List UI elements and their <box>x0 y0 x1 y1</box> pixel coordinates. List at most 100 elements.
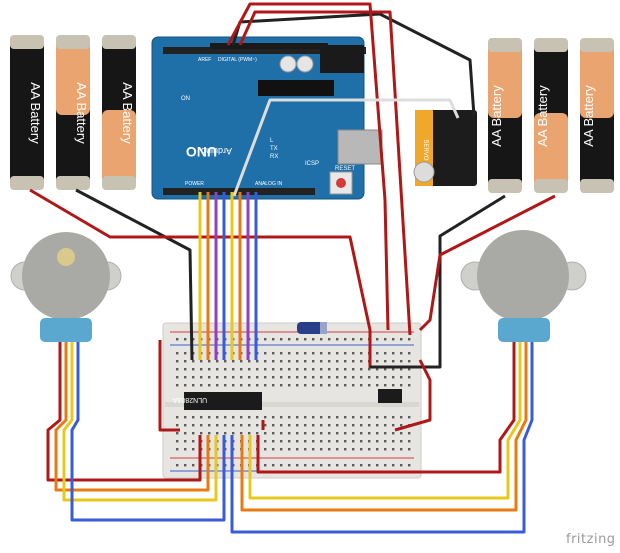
breadboard-hole <box>336 338 339 341</box>
breadboard-hole <box>304 416 307 419</box>
breadboard-hole <box>208 424 211 427</box>
breadboard-hole <box>208 376 211 379</box>
battery: AA Battery <box>534 38 568 193</box>
breadboard-hole <box>384 384 387 387</box>
breadboard-hole <box>280 360 283 363</box>
breadboard-hole <box>296 338 299 341</box>
slide-switch <box>378 389 402 403</box>
breadboard-hole <box>200 360 203 363</box>
breadboard-hole <box>304 368 307 371</box>
breadboard-hole <box>352 432 355 435</box>
breadboard-hole <box>368 440 371 443</box>
breadboard-hole <box>280 424 283 427</box>
breadboard-hole <box>232 424 235 427</box>
breadboard-hole <box>264 368 267 371</box>
breadboard-hole <box>400 384 403 387</box>
breadboard-hole <box>192 448 195 451</box>
breadboard-hole <box>256 432 259 435</box>
breadboard-hole <box>384 432 387 435</box>
breadboard-hole <box>248 416 251 419</box>
breadboard-hole <box>264 416 267 419</box>
breadboard-hole <box>256 424 259 427</box>
breadboard-hole <box>304 384 307 387</box>
breadboard-hole <box>176 352 179 355</box>
breadboard-hole <box>360 338 363 341</box>
wire-red <box>418 194 556 332</box>
breadboard-hole <box>200 376 203 379</box>
breadboard-hole <box>400 376 403 379</box>
breadboard-hole <box>296 360 299 363</box>
breadboard-hole <box>192 368 195 371</box>
battery-label: AA Battery <box>535 85 550 147</box>
breadboard-hole <box>304 352 307 355</box>
breadboard-hole <box>176 440 179 443</box>
breadboard-hole <box>248 424 251 427</box>
wire-blue <box>70 342 226 522</box>
arduino-icsp-label: ICSP <box>305 161 319 167</box>
breadboard-hole <box>280 368 283 371</box>
breadboard-hole <box>320 384 323 387</box>
breadboard-hole <box>376 432 379 435</box>
breadboard-hole <box>208 416 211 419</box>
arduino-uno-board: Arduino UNO ON TX RX L ICSP RESET DIGITA… <box>151 36 383 200</box>
breadboard-hole <box>328 376 331 379</box>
battery-label: AA Battery <box>74 82 89 144</box>
breadboard-hole <box>360 368 363 371</box>
breadboard-hole <box>408 352 411 355</box>
breadboard-hole <box>184 440 187 443</box>
breadboard-hole <box>360 424 363 427</box>
breadboard-hole <box>192 440 195 443</box>
breadboard-hole <box>208 384 211 387</box>
breadboard-hole <box>248 376 251 379</box>
battery-pack-left: AA Battery AA Battery AA Battery <box>10 35 136 190</box>
battery: AA Battery <box>10 35 44 190</box>
breadboard-hole <box>360 376 363 379</box>
breadboard-hole <box>376 352 379 355</box>
breadboard-hole <box>256 376 259 379</box>
breadboard-hole <box>368 416 371 419</box>
breadboard-hole <box>272 384 275 387</box>
breadboard-hole <box>344 464 347 467</box>
breadboard-hole <box>264 360 267 363</box>
breadboard-hole <box>280 448 283 451</box>
breadboard-hole <box>304 376 307 379</box>
breadboard-hole <box>408 440 411 443</box>
wire-red <box>29 188 372 368</box>
battery-pack-right: AA Battery AA Battery AA Battery <box>488 38 614 193</box>
breadboard-hole <box>320 338 323 341</box>
breadboard-hole <box>408 360 411 363</box>
breadboard-hole <box>288 352 291 355</box>
breadboard-hole <box>192 416 195 419</box>
breadboard-hole <box>240 424 243 427</box>
breadboard-hole <box>376 448 379 451</box>
breadboard-hole <box>184 432 187 435</box>
breadboard-hole <box>304 464 307 467</box>
breadboard-hole <box>312 376 315 379</box>
breadboard-hole <box>192 424 195 427</box>
breadboard-hole <box>336 384 339 387</box>
breadboard-hole <box>192 376 195 379</box>
breadboard-hole <box>272 440 275 443</box>
breadboard-hole <box>224 432 227 435</box>
breadboard-hole <box>288 416 291 419</box>
breadboard-hole <box>392 352 395 355</box>
breadboard-hole <box>400 338 403 341</box>
breadboard-hole <box>288 384 291 387</box>
wire-red <box>238 10 412 336</box>
breadboard-hole <box>344 416 347 419</box>
arduino-tx-label: TX <box>270 146 278 152</box>
breadboard-hole <box>376 464 379 467</box>
breadboard-hole <box>288 376 291 379</box>
breadboard-hole <box>376 440 379 443</box>
breadboard-hole <box>264 464 267 467</box>
breadboard-hole <box>376 416 379 419</box>
breadboard-hole <box>272 424 275 427</box>
breadboard-hole <box>336 424 339 427</box>
breadboard-hole <box>368 376 371 379</box>
breadboard-hole <box>216 368 219 371</box>
breadboard-hole <box>360 416 363 419</box>
breadboard-hole <box>408 368 411 371</box>
breadboard-hole <box>200 384 203 387</box>
breadboard-hole <box>400 464 403 467</box>
